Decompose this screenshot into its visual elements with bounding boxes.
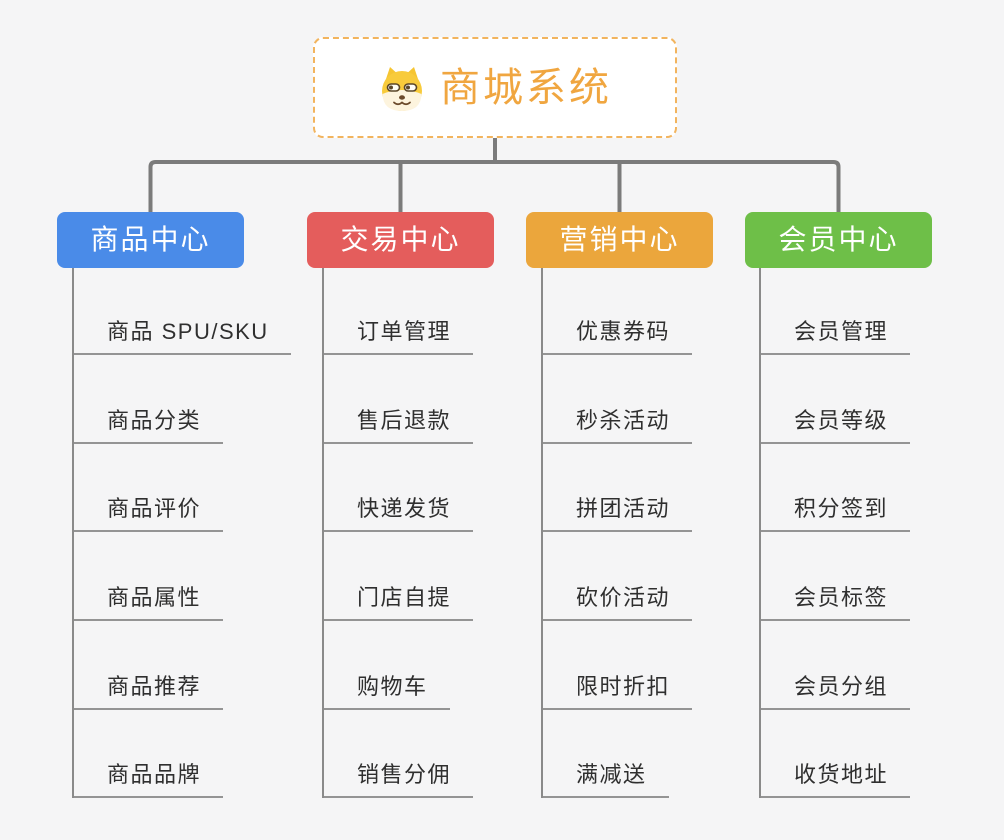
leaf-node[interactable]: 订单管理	[324, 268, 474, 355]
leaf-node[interactable]: 商品推荐	[74, 621, 291, 710]
leaf-node[interactable]: 限时折扣	[543, 621, 693, 710]
leaf-node[interactable]: 售后退款	[324, 355, 474, 444]
leaf-node[interactable]: 商品品牌	[74, 710, 291, 799]
leaf-node[interactable]: 商品分类	[74, 355, 291, 444]
branch-node-trade[interactable]: 交易中心	[307, 212, 494, 268]
branch-node-label: 交易中心	[340, 224, 461, 255]
leaf-node[interactable]: 优惠券码	[543, 268, 693, 355]
leaf-node[interactable]: 会员等级	[761, 355, 911, 444]
leaf-node[interactable]: 秒杀活动	[543, 355, 693, 444]
branch-node-label: 商品中心	[90, 224, 211, 255]
leaf-node[interactable]: 收货地址	[761, 710, 911, 799]
leaf-list-members: 会员管理 会员等级 积分签到 会员标签 会员分组 收货地址	[759, 268, 911, 799]
leaf-list-marketing: 优惠券码 秒杀活动 拼团活动 砍价活动 限时折扣 满减送	[541, 268, 693, 799]
leaf-node[interactable]: 快递发货	[324, 444, 474, 533]
root-node[interactable]: 商城系统	[313, 37, 677, 138]
leaf-node[interactable]: 会员管理	[761, 268, 911, 355]
root-node-title: 商城系统	[440, 65, 612, 110]
leaf-node[interactable]: 商品评价	[74, 444, 291, 533]
branch-node-products[interactable]: 商品中心	[57, 212, 244, 268]
shiba-dog-icon	[382, 66, 422, 111]
branch-node-marketing[interactable]: 营销中心	[526, 212, 713, 268]
branch-node-label: 会员中心	[778, 224, 899, 255]
leaf-node[interactable]: 积分签到	[761, 444, 911, 533]
leaf-node[interactable]: 门店自提	[324, 532, 474, 621]
leaf-list-trade: 订单管理 售后退款 快递发货 门店自提 购物车 销售分佣	[322, 268, 474, 799]
leaf-node[interactable]: 销售分佣	[324, 710, 474, 799]
branch-node-members[interactable]: 会员中心	[745, 212, 932, 268]
leaf-node[interactable]: 会员分组	[761, 621, 911, 710]
leaf-node[interactable]: 拼团活动	[543, 444, 693, 533]
leaf-node[interactable]: 购物车	[324, 621, 473, 710]
leaf-node[interactable]: 商品 SPU/SKU	[74, 268, 291, 355]
leaf-node[interactable]: 会员标签	[761, 532, 911, 621]
leaf-node[interactable]: 满减送	[543, 710, 692, 799]
leaf-list-products: 商品 SPU/SKU 商品分类 商品评价 商品属性 商品推荐 商品品牌	[72, 268, 291, 799]
leaf-node[interactable]: 商品属性	[74, 532, 291, 621]
branch-node-label: 营销中心	[559, 224, 680, 255]
leaf-node[interactable]: 砍价活动	[543, 532, 693, 621]
